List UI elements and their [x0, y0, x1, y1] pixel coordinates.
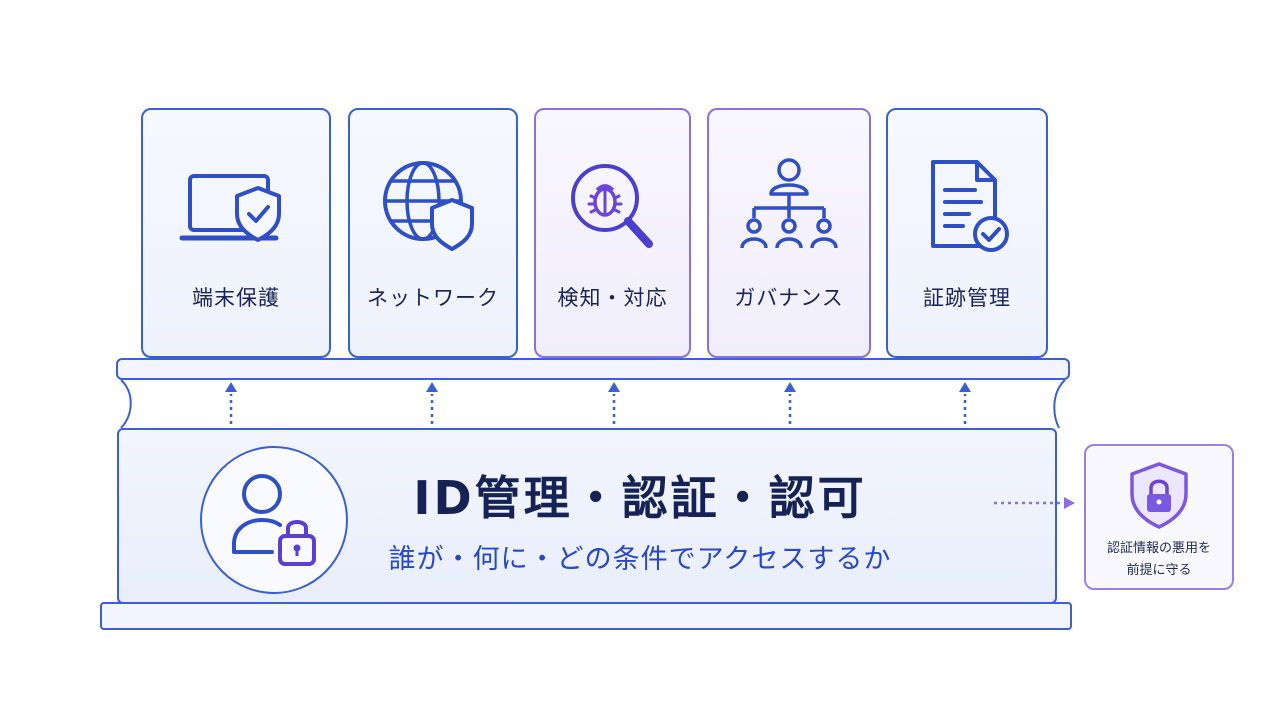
laptop-shield-icon [143, 156, 329, 256]
pillar-network: ネットワーク [348, 108, 518, 358]
org-hierarchy-icon [709, 156, 869, 256]
arrowhead-5 [959, 382, 971, 392]
arrowhead-1 [225, 382, 237, 392]
pillar-governance: ガバナンス [707, 108, 871, 358]
bug-magnifier-icon [536, 156, 689, 256]
shield-lock-icon [1086, 460, 1232, 530]
side-note-line-2: 前提に守る [1126, 563, 1192, 578]
pillar-beam [116, 358, 1070, 380]
document-check-icon [888, 156, 1046, 256]
pillar-endpoint: 端末保護 [141, 108, 331, 358]
arrowhead-3 [608, 382, 620, 392]
foundation-base [100, 602, 1072, 630]
user-lock-icon [200, 446, 348, 594]
side-note-line-1: 認証情報の悪用を [1106, 541, 1211, 556]
pillar-label: 端末保護 [192, 286, 280, 310]
arrowhead-2 [426, 382, 438, 392]
pillar-label: ガバナンス [734, 286, 844, 310]
globe-shield-icon [350, 156, 516, 256]
side-note-text: 認証情報の悪用を 前提に守る [1090, 538, 1228, 582]
foundation-title: ID管理・認証・認可 [413, 471, 867, 525]
pillar-label: ネットワーク [367, 286, 499, 310]
pillar-label: 証跡管理 [923, 286, 1011, 310]
dotted-up-arrows [229, 394, 967, 424]
pillar-detection: 検知・対応 [534, 108, 691, 358]
foundation-subtitle: 誰が・何に・どの条件でアクセスするか [388, 544, 892, 575]
right-arrowhead [1064, 497, 1075, 509]
credential-abuse-card: 認証情報の悪用を 前提に守る [1084, 444, 1234, 590]
pillar-label: 検知・対応 [557, 286, 668, 310]
pillar-audit-trail: 証跡管理 [886, 108, 1048, 358]
arrowhead-4 [784, 382, 796, 392]
